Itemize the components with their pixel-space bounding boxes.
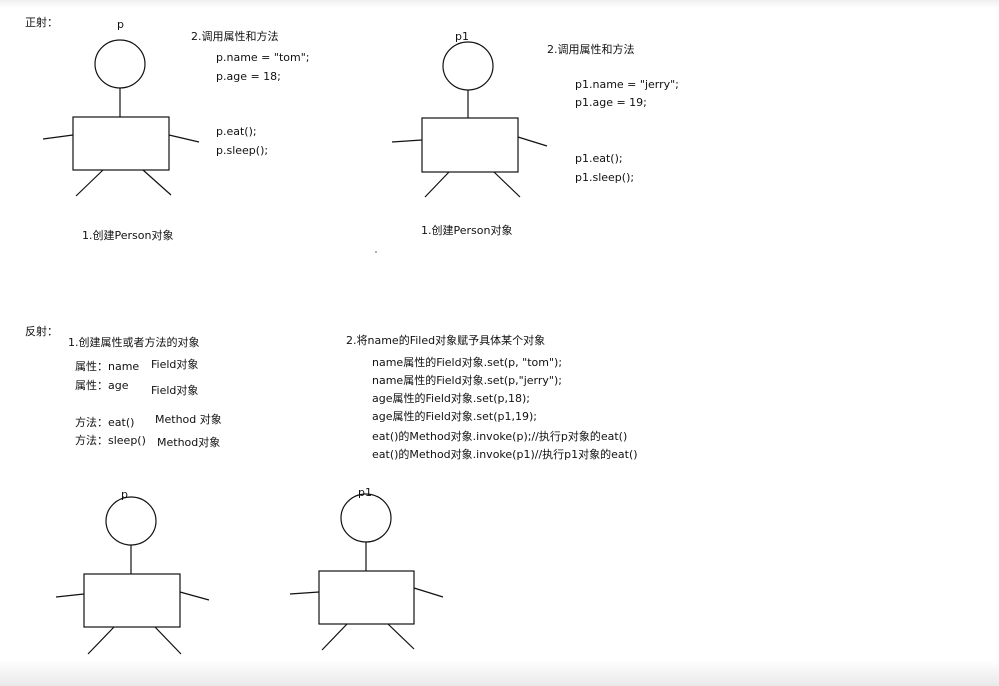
member-kind: 属性：age bbox=[75, 379, 129, 392]
code-line: eat()的Method对象.invoke(p1)//执行p1对象的eat() bbox=[372, 448, 638, 461]
figure-left-leg bbox=[424, 171, 450, 198]
figure-left-leg bbox=[87, 626, 115, 655]
figure-left-arm bbox=[289, 591, 320, 595]
figure-label-p1: p1 bbox=[358, 486, 372, 499]
figure-head bbox=[340, 493, 392, 543]
code-line: p.eat(); bbox=[216, 125, 257, 138]
figure-right-leg bbox=[493, 171, 521, 198]
figure-right-leg bbox=[142, 169, 172, 196]
member-kind: 方法：eat() bbox=[75, 416, 135, 429]
step2-label: 2.调用属性和方法 bbox=[547, 43, 635, 56]
figure-body bbox=[318, 570, 415, 625]
stray-dot bbox=[375, 251, 377, 253]
section-label-reflection: 反射： bbox=[25, 325, 58, 338]
bottom-edge-shadow bbox=[0, 660, 999, 686]
code-line: age属性的Field对象.set(p,18); bbox=[372, 392, 530, 405]
figure-head bbox=[94, 39, 146, 89]
figure-right-arm bbox=[179, 591, 210, 601]
member-object: Field对象 bbox=[151, 358, 199, 371]
member-object: Field对象 bbox=[151, 384, 199, 397]
member-kind: 方法：sleep() bbox=[75, 434, 146, 447]
figure-left-leg bbox=[321, 623, 348, 651]
code-line: name属性的Field对象.set(p, "tom"); bbox=[372, 356, 563, 369]
code-line: p.name = "tom"; bbox=[216, 51, 310, 64]
figure-label-p: p bbox=[117, 18, 124, 31]
figure-head bbox=[442, 41, 494, 91]
stick-figure-p1-top bbox=[391, 41, 548, 198]
figure-body bbox=[72, 116, 170, 171]
step2-label: 2.调用属性和方法 bbox=[191, 30, 279, 43]
code-line: p.age = 18; bbox=[216, 70, 281, 83]
figure-left-arm bbox=[391, 139, 423, 143]
figure-right-leg bbox=[154, 626, 182, 655]
figure-left-leg bbox=[75, 169, 104, 197]
member-kind: 属性：name bbox=[75, 360, 140, 373]
step1-label: 1.创建Person对象 bbox=[421, 224, 513, 237]
stick-figure-p1-bottom bbox=[289, 493, 444, 651]
member-object: Method 对象 bbox=[155, 413, 222, 426]
code-line: name属性的Field对象.set(p,"jerry"); bbox=[372, 374, 562, 387]
figure-left-arm bbox=[42, 134, 74, 140]
figure-right-leg bbox=[387, 623, 415, 650]
code-line: eat()的Method对象.invoke(p);//执行p对象的eat() bbox=[372, 430, 628, 443]
figure-right-arm bbox=[168, 134, 200, 143]
figure-right-arm bbox=[413, 587, 444, 598]
figure-head bbox=[105, 496, 157, 546]
code-line: age属性的Field对象.set(p1,19); bbox=[372, 410, 537, 423]
stick-figure-p-bottom bbox=[55, 496, 210, 655]
stick-figure-p-top bbox=[42, 39, 200, 197]
code-line: p1.sleep(); bbox=[575, 171, 635, 184]
code-line: p1.name = "jerry"; bbox=[575, 78, 679, 91]
figure-body bbox=[83, 573, 181, 628]
figure-body bbox=[421, 117, 519, 173]
figure-label-p: p bbox=[121, 488, 128, 501]
step1-label: 1.创建属性或者方法的对象 bbox=[68, 336, 200, 349]
top-edge-shadow bbox=[0, 0, 999, 8]
figure-left-arm bbox=[55, 593, 85, 598]
code-line: p1.age = 19; bbox=[575, 96, 647, 109]
figure-right-arm bbox=[517, 136, 548, 147]
figure-label-p1: p1 bbox=[455, 30, 469, 43]
code-line: p.sleep(); bbox=[216, 144, 269, 157]
step2-label: 2.将name的Filed对象赋予具体某个对象 bbox=[346, 334, 546, 347]
member-object: Method对象 bbox=[157, 436, 221, 449]
step1-label: 1.创建Person对象 bbox=[82, 229, 174, 242]
code-line: p1.eat(); bbox=[575, 152, 623, 165]
section-label-forward: 正射： bbox=[25, 16, 58, 29]
